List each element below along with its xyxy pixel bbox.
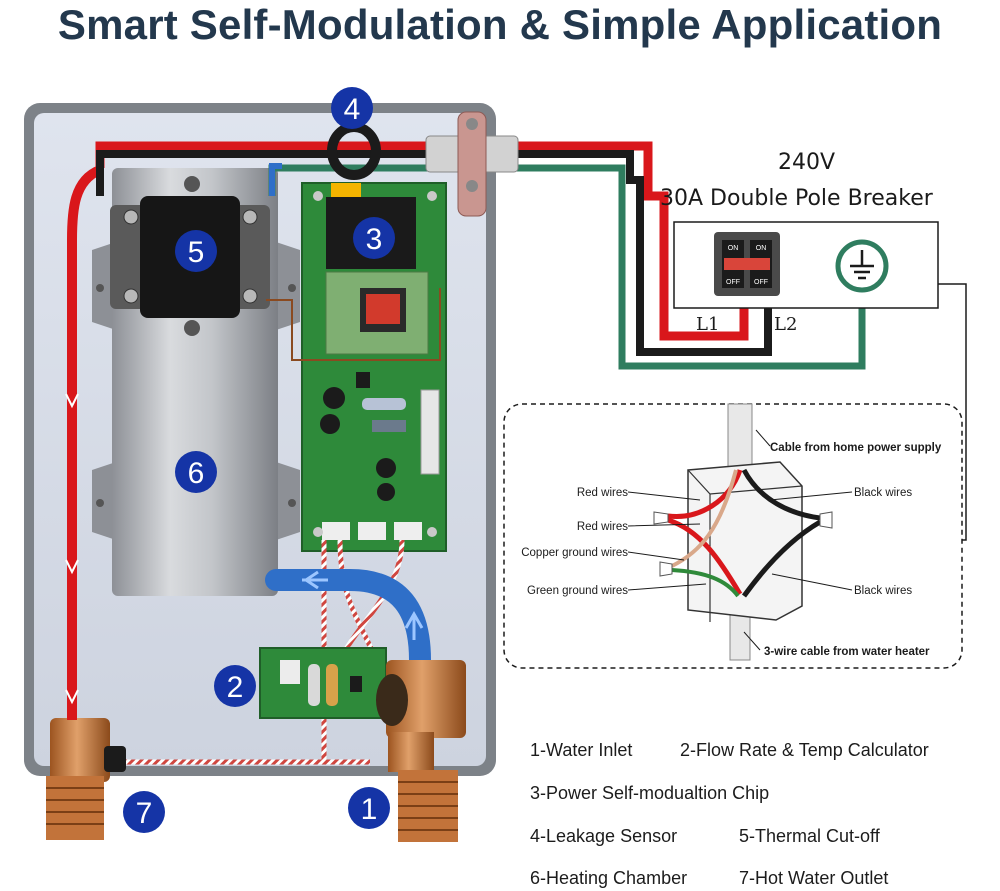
svg-text:3: 3 (366, 223, 383, 256)
svg-text:7: 7 (136, 797, 153, 830)
label-red-wires-1: Red wires (577, 487, 628, 499)
badge-7: 7 (123, 791, 165, 833)
label-red-wires-2: Red wires (577, 521, 628, 533)
label-black-wires-2: Black wires (854, 585, 912, 597)
badge-4: 4 (331, 87, 373, 129)
svg-text:2: 2 (227, 671, 244, 704)
svg-text:4: 4 (344, 93, 361, 126)
legend-hot-water-outlet: 7-Hot Water Outlet (739, 868, 889, 888)
badge-2: 2 (214, 665, 256, 707)
ground-symbol-icon (850, 250, 874, 280)
junction-box (627, 403, 853, 661)
legend-flow-rate: 2-Flow Rate & Temp Calculator (680, 740, 929, 760)
inlet-fitting (376, 660, 466, 842)
badge-5: 5 (175, 230, 217, 272)
legend-leakage-sensor: 4-Leakage Sensor (530, 826, 678, 846)
legend-thermal-cutoff: 5-Thermal Cut-off (739, 826, 880, 846)
label-cable-home: Cable from home power supply (770, 442, 942, 454)
inlet-pipe (265, 569, 431, 671)
cable-clamp (425, 111, 519, 217)
legend-water-inlet: 1-Water Inlet (530, 740, 633, 760)
label-green-ground: Green ground wires (527, 585, 628, 597)
legend-heating-chamber: 6-Heating Chamber (530, 868, 688, 888)
outlet-fitting (46, 718, 126, 840)
badge-1: 1 (348, 787, 390, 829)
label-copper-ground: Copper ground wires (521, 547, 628, 559)
hot-water-pipe (65, 165, 103, 720)
label-cable-heater: 3-wire cable from water heater (764, 646, 930, 658)
badge-6: 6 (175, 451, 217, 493)
label-black-wires-1: Black wires (854, 487, 912, 499)
svg-text:6: 6 (188, 457, 205, 490)
breaker-voltage: 240V (778, 150, 836, 175)
badge-3: 3 (353, 217, 395, 259)
switch-on-right: ON (756, 245, 767, 252)
legend-power-chip: 3-Power Self-modualtion Chip (530, 783, 770, 803)
breaker-l2: L2 (774, 314, 798, 335)
svg-text:1: 1 (361, 793, 378, 826)
power-wires (95, 141, 866, 370)
svg-text:5: 5 (188, 236, 205, 269)
breaker-label: 30A Double Pole Breaker (660, 186, 933, 211)
page-title: Smart Self-Modulation & Simple Applicati… (57, 1, 943, 48)
flow-board (259, 647, 387, 719)
switch-off-left: OFF (726, 279, 740, 286)
breaker-panel (673, 221, 939, 309)
switch-on-left: ON (728, 245, 739, 252)
switch-off-right: OFF (754, 279, 768, 286)
breaker-l1: L1 (696, 314, 720, 335)
